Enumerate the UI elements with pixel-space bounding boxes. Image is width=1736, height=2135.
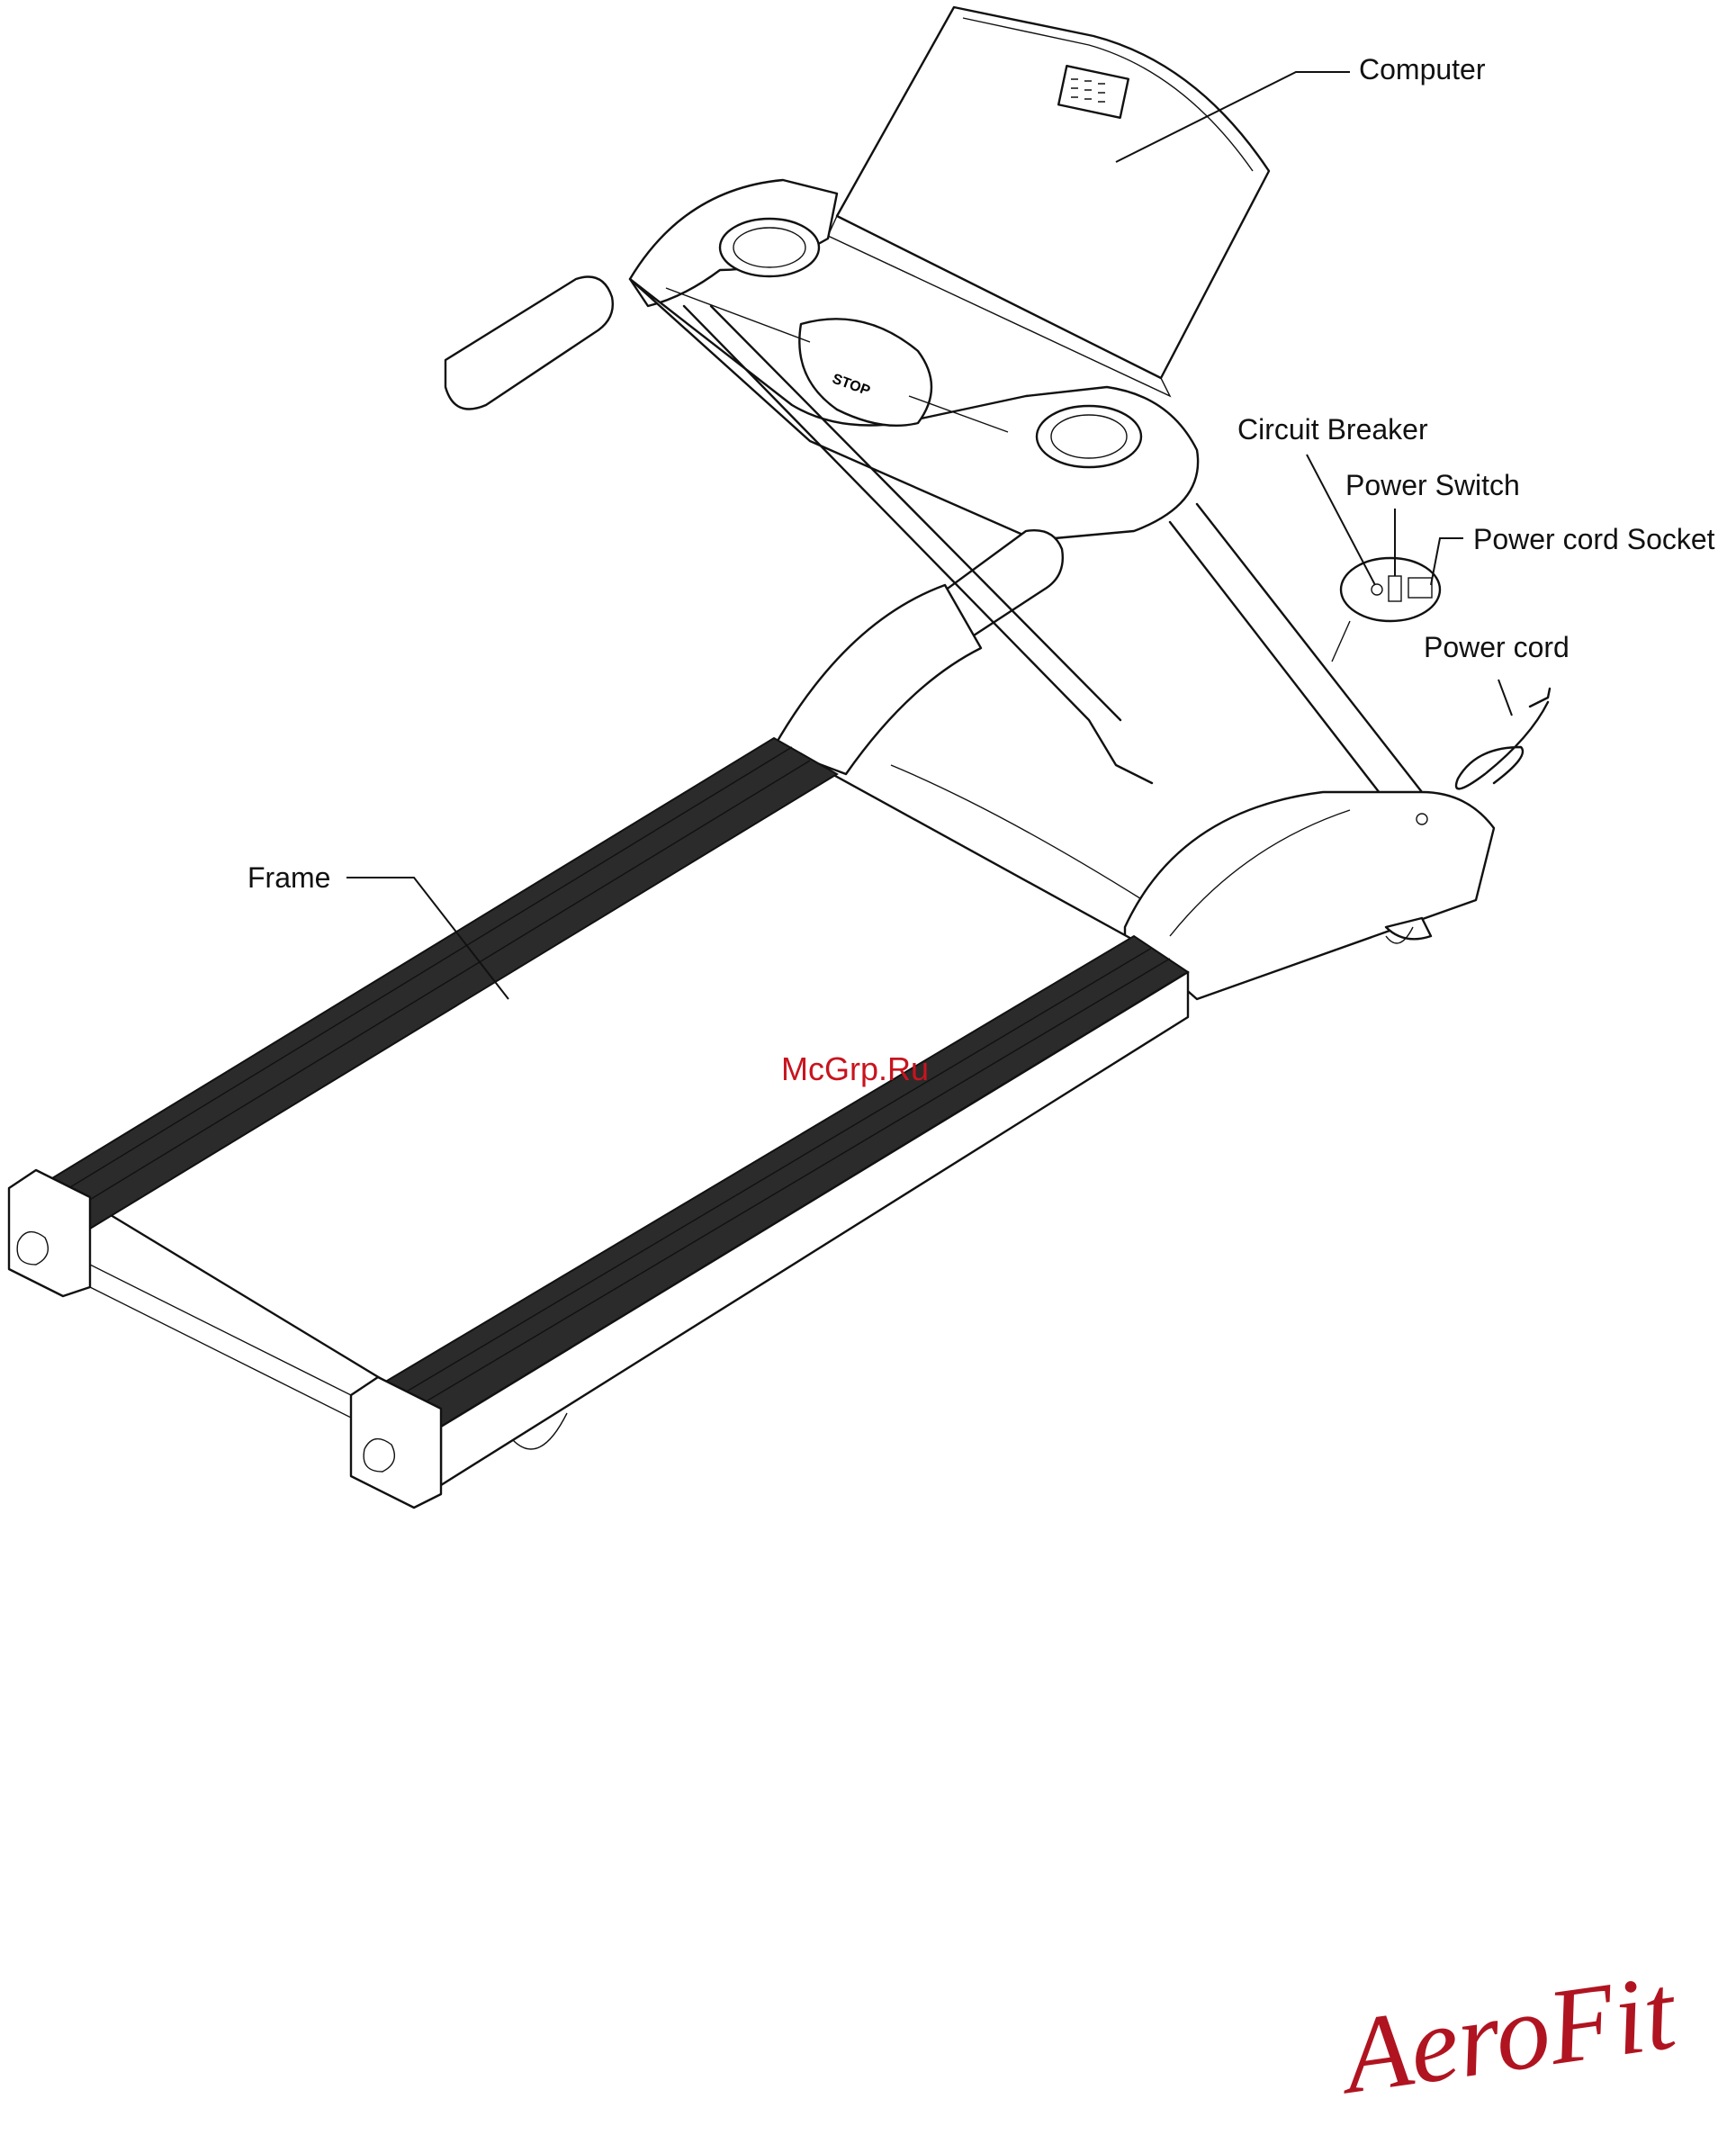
computer-label: Computer — [1359, 53, 1486, 86]
power-cord-label: Power cord — [1424, 631, 1570, 663]
frame-label: Frame — [247, 861, 330, 894]
power-cord-socket-label: Power cord Socket — [1473, 523, 1715, 555]
aerofit-logo: AeroFit — [1330, 1950, 1684, 2116]
circuit-breaker-label: Circuit Breaker — [1237, 413, 1428, 446]
power-switch-label: Power Switch — [1345, 469, 1520, 501]
watermark-text: McGrp.Ru — [781, 1050, 929, 1087]
svg-text:AeroFit: AeroFit — [1330, 1950, 1684, 2116]
power-panel-callout — [1332, 558, 1550, 788]
power-cord-icon — [1456, 702, 1548, 788]
